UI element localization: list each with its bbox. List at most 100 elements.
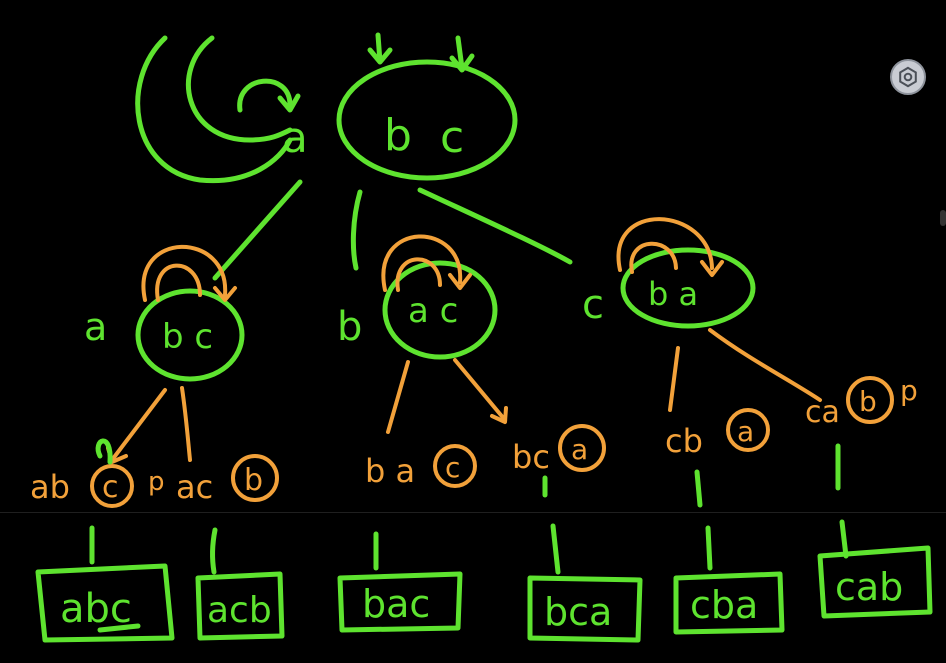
level1-swap-c [616, 217, 714, 272]
level1-branches [106, 328, 822, 464]
result-text-6: cab [835, 565, 903, 609]
marker-p-right: p [900, 374, 918, 407]
root-set-oval [336, 59, 518, 181]
level1-swap-a [141, 244, 228, 302]
result-frame-5 [673, 571, 785, 635]
level2-ca: ca b p [805, 374, 918, 430]
result-box-1: abc [35, 563, 175, 643]
level1-swap-b-inner [395, 257, 442, 292]
result-frame-1 [35, 563, 175, 643]
result-connectors [89, 443, 849, 575]
branch-b-to-bca [453, 358, 507, 422]
level2-prefix-ac: ac [176, 468, 213, 506]
level1-oval-c [620, 247, 756, 329]
level1-node-a: a b c [84, 244, 245, 382]
result-box-3: bac [337, 571, 463, 633]
level1-swap-a-head [213, 286, 237, 302]
level1-fixed-b: b [337, 304, 362, 350]
root-loop-inner [185, 35, 293, 143]
level1-swap-c-inner [629, 241, 678, 274]
result-box-4: bca [527, 575, 643, 643]
result-underline-1 [97, 623, 141, 633]
level2-mark-ab [95, 438, 113, 465]
connector-5b [705, 525, 713, 571]
level2-circled-ab: c [102, 470, 119, 505]
level2-prefix-ab: ab [30, 468, 70, 506]
result-text-3: bac [362, 582, 430, 626]
result-box-2: acb [195, 571, 285, 641]
branch-a-to-abc [110, 388, 167, 462]
level2-circled-bac: c [445, 451, 460, 484]
level1-oval-a [135, 288, 245, 382]
level1-set-a: b c [162, 317, 213, 357]
level2-ab: ab c p [30, 438, 165, 508]
branch-c-to-cab [708, 328, 822, 402]
level2-circle-ac [231, 454, 279, 502]
root-arrow-left [367, 32, 393, 65]
level2-circled-ac: b [244, 463, 263, 498]
level2-circled-bc: a [571, 433, 588, 466]
root-branches [212, 179, 573, 281]
result-text-2: acb [207, 590, 272, 631]
level1-node-c: c b a [582, 217, 756, 329]
result-text-1: abc [60, 586, 132, 632]
root-arrow-right [449, 35, 475, 73]
level2-bac: b a c [365, 444, 477, 490]
branch-b-to-bca-head [490, 406, 508, 424]
settings-button[interactable] [890, 59, 926, 95]
root-set-c: c [440, 112, 464, 163]
level2-bc: bc a [512, 424, 606, 476]
branch-b-to-bac [386, 360, 410, 434]
level1-oval-b [382, 260, 498, 360]
level2-ac: ac b [176, 454, 279, 506]
level1-node-b: b a c [337, 234, 498, 360]
result-frame-2 [195, 571, 285, 641]
level2-circle-cb [726, 408, 770, 452]
result-frame-6 [817, 545, 933, 619]
level2-circle-bac [433, 444, 477, 488]
level1-swap-b [381, 234, 463, 292]
result-box-6: cab [817, 545, 933, 619]
root-level: a b c [135, 32, 518, 184]
branch-root-to-b [350, 189, 363, 271]
level2-prefix-ca: ca [805, 395, 840, 430]
marker-p-left: p [148, 467, 165, 497]
level1-swap-c-head [700, 260, 724, 277]
connector-6b [839, 519, 849, 559]
level1-swap-b-head [448, 273, 472, 290]
result-text-5: cba [690, 583, 758, 627]
scrollbar-thumb[interactable] [940, 210, 946, 226]
connector-2 [210, 527, 218, 575]
branch-root-to-a [212, 179, 303, 281]
level2-circle-ca [846, 376, 894, 424]
result-text-4: bca [544, 590, 612, 634]
level2-cb: cb a [665, 408, 770, 460]
branch-root-to-c [417, 187, 573, 265]
root-swap-arrow-head [277, 93, 301, 113]
result-frame-4 [527, 575, 643, 643]
level2-circled-cb: a [737, 415, 754, 448]
branch-a-to-acb [180, 386, 192, 462]
root-swap-arrow [237, 78, 293, 113]
level2-circled-ca: b [859, 385, 877, 418]
level2-prefix-bac: b a [365, 452, 415, 490]
settings-icon [899, 66, 917, 88]
level2-prefix-bc: bc [512, 438, 550, 476]
level1-swap-a-inner [155, 263, 202, 302]
level1-fixed-c: c [582, 282, 604, 328]
level2-circle-bc [558, 424, 606, 472]
result-box-5: cba [673, 571, 785, 635]
level2-circle-ab [90, 464, 134, 508]
level1-set-c: b a [648, 275, 698, 313]
root-fixed-letter: a [282, 113, 308, 162]
bottom-divider [0, 512, 946, 513]
level2-prefix-cb: cb [665, 422, 703, 460]
level1-set-b: a c [408, 291, 458, 331]
level1-fixed-a: a [84, 305, 107, 349]
result-frame-3 [337, 571, 463, 633]
connector-4b [550, 523, 561, 575]
connector-5 [694, 469, 703, 508]
root-set-b: b [384, 110, 412, 161]
branch-c-to-cba [668, 346, 680, 412]
